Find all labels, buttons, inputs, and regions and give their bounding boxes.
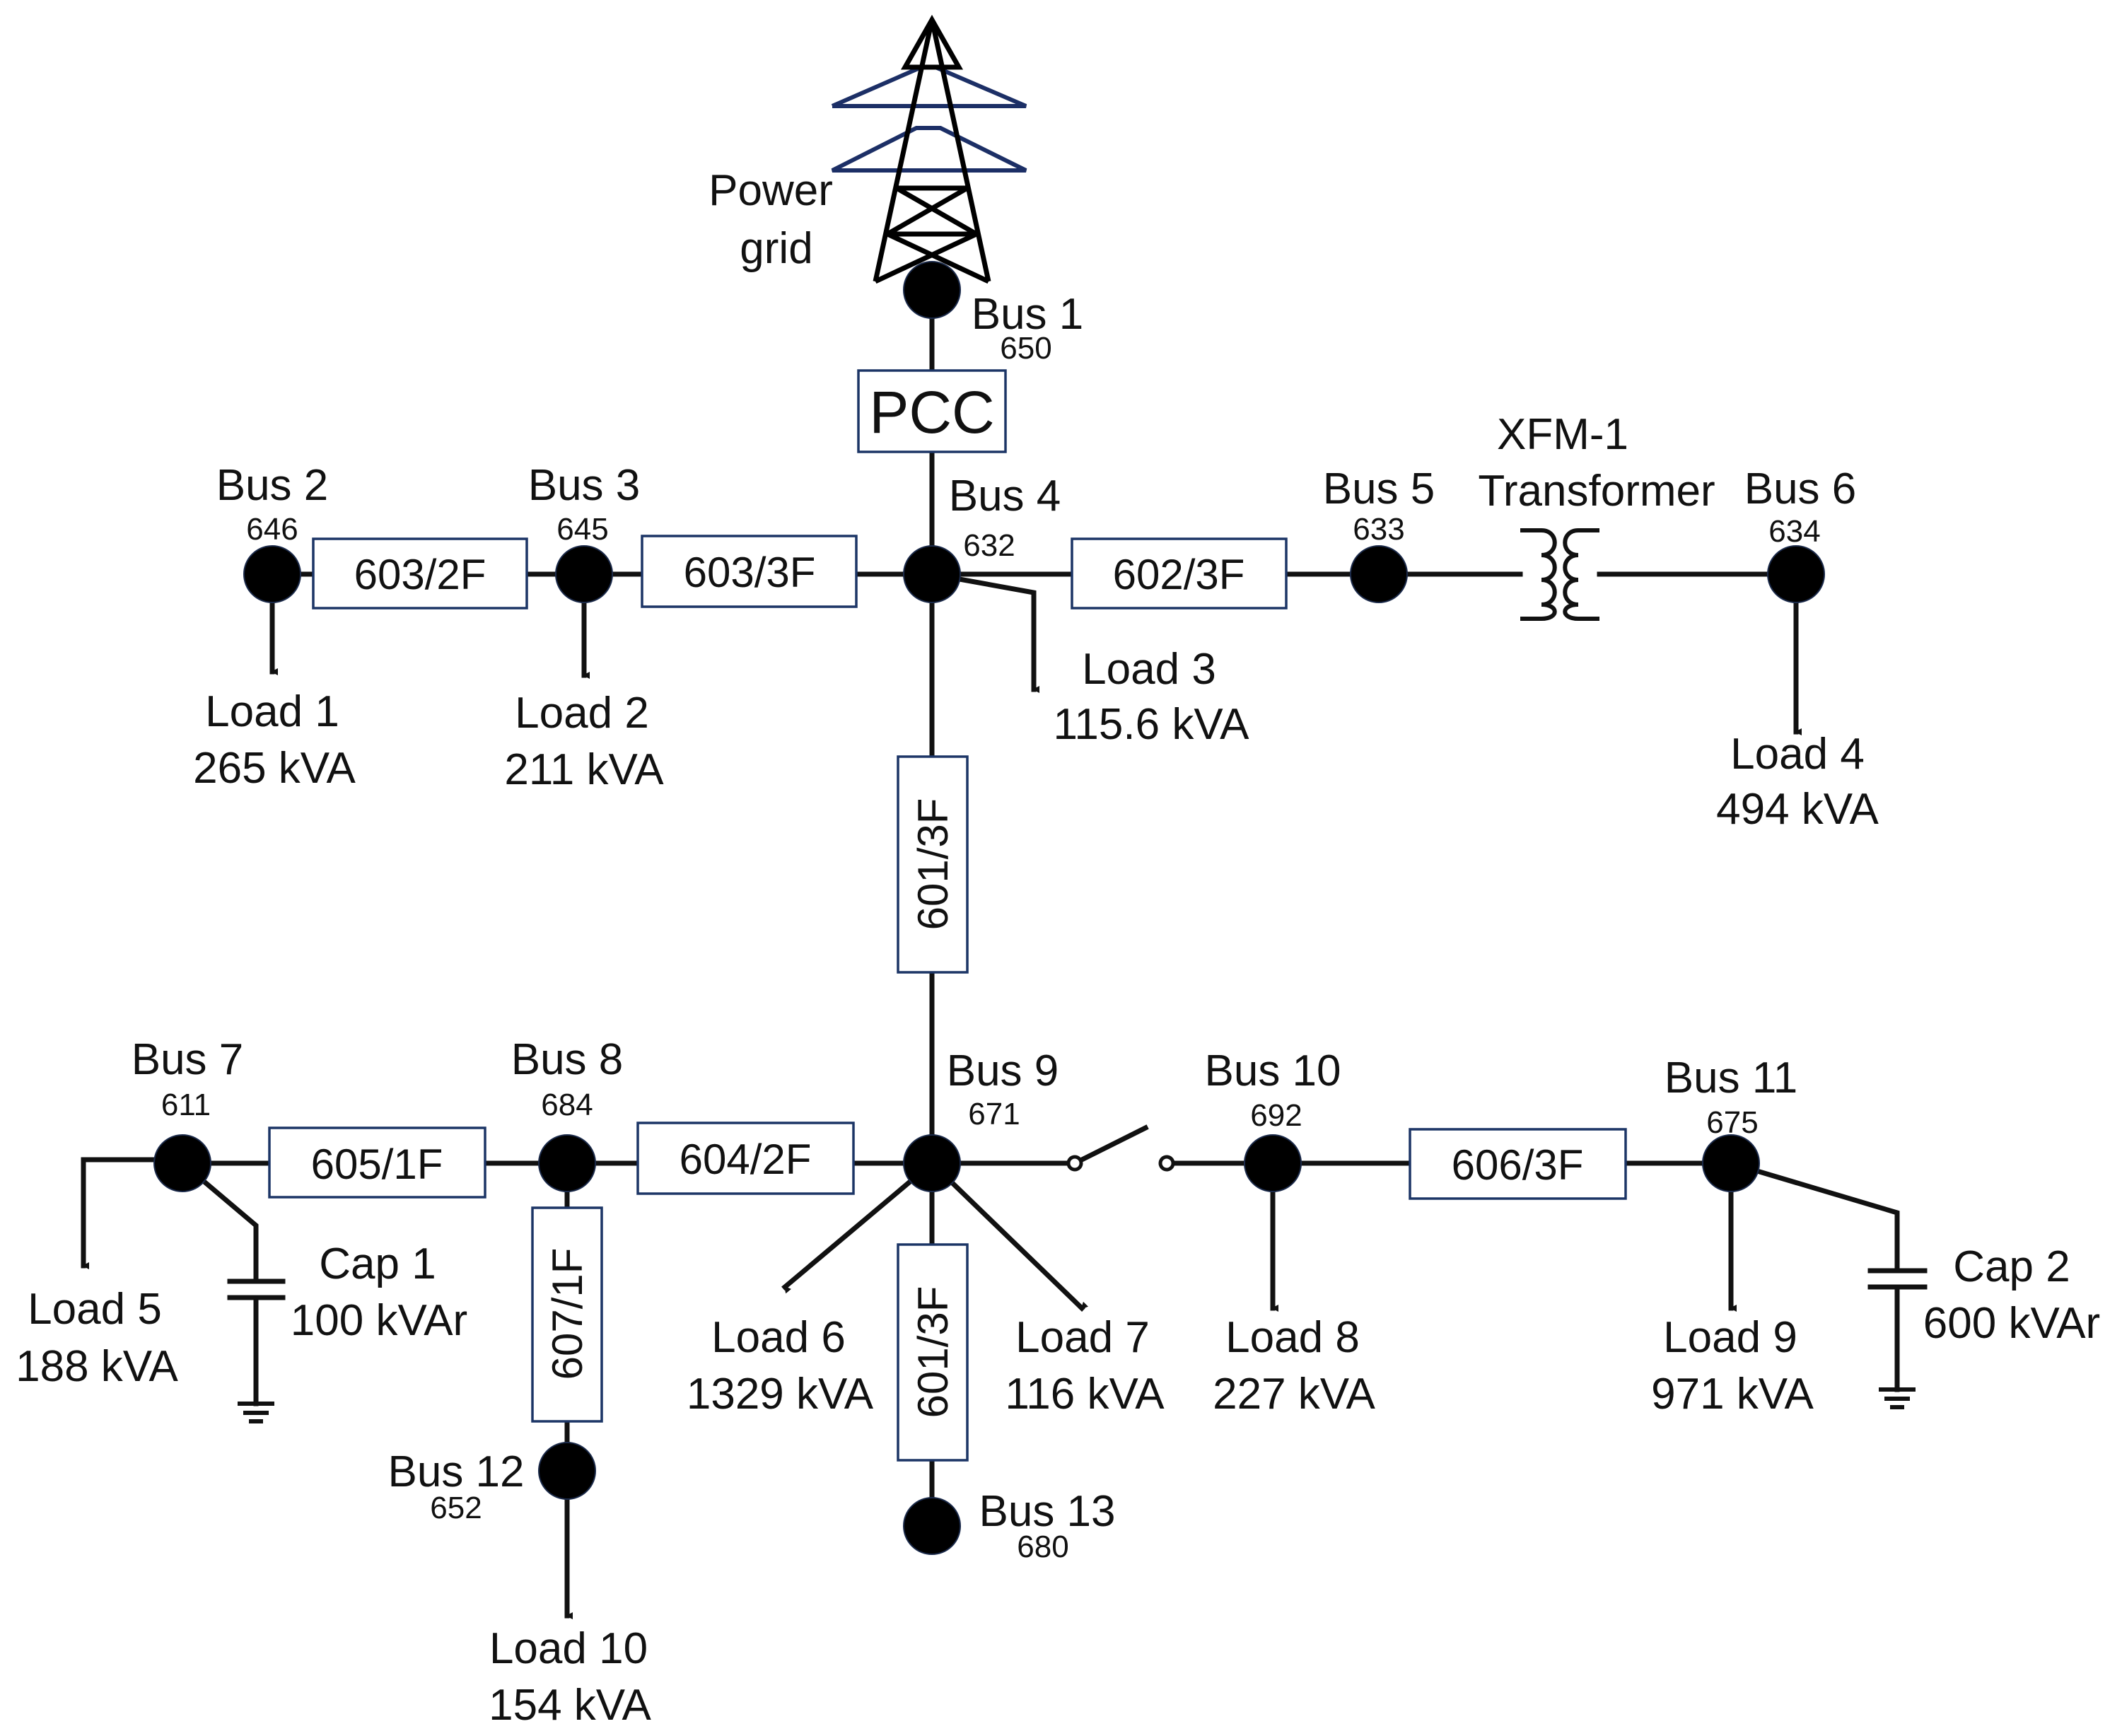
bus-label: Bus 9 [947, 1047, 1059, 1095]
power-grid-tower-icon [831, 14, 1027, 284]
bus-node-6 [1767, 545, 1825, 603]
load-rating: 1329 kVA [687, 1370, 874, 1418]
line-label: 603/3F [684, 549, 816, 596]
bus-node-5 [1350, 545, 1408, 603]
line-segment-603-3F: 603/3F [641, 535, 858, 608]
load-rating: 971 kVA [1651, 1370, 1814, 1418]
load-name: Load 1 [205, 687, 339, 736]
bus-label: Bus 1 [972, 290, 1084, 339]
bus-node-4 [903, 545, 961, 603]
bus-id: 675 [1706, 1105, 1758, 1140]
load-name: Load 10 [489, 1624, 648, 1673]
transformer-label-line1: XFM-1 [1497, 410, 1628, 459]
line-label: 602/3F [1113, 551, 1245, 598]
bus-label: Bus 8 [511, 1035, 624, 1084]
load-rating: 188 kVA [16, 1342, 178, 1391]
load-name: Load 2 [515, 689, 649, 738]
bus-node-3 [555, 545, 613, 603]
bus-node-11 [1702, 1134, 1760, 1192]
bus-label: Bus 4 [949, 472, 1061, 520]
load-rating: 115.6 kVA [1054, 700, 1250, 749]
load-name: Load 5 [28, 1285, 162, 1334]
capacitor-name: Cap 2 [1953, 1242, 2070, 1291]
line-label: 606/3F [1452, 1141, 1584, 1189]
line-segment-607-1F: 607/1F [531, 1206, 603, 1423]
load-rating: 211 kVA [504, 745, 664, 794]
bus-node-7 [153, 1134, 211, 1192]
load-name: Load 8 [1225, 1313, 1360, 1362]
bus-id: 646 [246, 512, 298, 547]
transformer-icon [1440, 528, 1799, 621]
transformer-label-line2: Transformer [1478, 467, 1715, 515]
bus-node-10 [1244, 1134, 1302, 1192]
line-label: 604/2F [680, 1136, 812, 1183]
line-segment-601-3F-lower: 601/3F [897, 1243, 969, 1462]
bus-id: 634 [1768, 514, 1820, 549]
bus-label: Bus 6 [1744, 465, 1857, 513]
line-segment-603-2F: 603/2F [312, 537, 528, 610]
bus-label: Bus 12 [387, 1447, 524, 1496]
bus-id: 692 [1250, 1098, 1302, 1133]
line-label: 601/3F [909, 798, 957, 931]
capacitor-icon-cap1 [179, 1160, 286, 1423]
bus-label: Bus 3 [528, 461, 641, 510]
bus-id: 611 [161, 1088, 211, 1122]
switch-open [1066, 1124, 1175, 1172]
load-name: Load 7 [1015, 1313, 1150, 1362]
line-label: 601/3F [909, 1286, 957, 1418]
capacitor-name: Cap 1 [319, 1240, 436, 1288]
bus-label: Bus 13 [979, 1487, 1115, 1536]
bus-node-12 [538, 1442, 596, 1500]
load-rating: 116 kVA [1005, 1370, 1165, 1418]
capacitor-labels: Cap 1 100 kVAr Cap 2 600 kVAr [291, 1240, 2100, 1348]
load-rating: 154 kVA [489, 1681, 651, 1730]
bus-label: Bus 10 [1204, 1047, 1341, 1095]
line-segment-606-3F: 606/3F [1409, 1128, 1627, 1200]
load-name: Load 4 [1730, 730, 1865, 779]
bus-id: 650 [1000, 331, 1051, 366]
line-segment-605-1F: 605/1F [268, 1126, 486, 1199]
load-name: Load 3 [1082, 645, 1216, 694]
bus-nodes [153, 261, 1825, 1555]
bus-label: Bus 5 [1323, 465, 1435, 513]
bus-node-8 [538, 1134, 596, 1192]
load-rating: 494 kVA [1716, 785, 1879, 834]
bus-id: 684 [541, 1088, 593, 1122]
pcc-box: PCC [857, 369, 1007, 453]
bus-label: Bus 11 [1665, 1054, 1797, 1102]
line-label: 607/1F [544, 1248, 591, 1380]
line-segment-604-2F: 604/2F [636, 1122, 855, 1195]
grid-label-line1: Power [709, 166, 833, 215]
capacitor-icon-cap2 [1727, 1160, 1928, 1409]
load-name: Load 9 [1663, 1313, 1797, 1362]
bus-label: Bus 2 [216, 461, 329, 510]
bus-id: 645 [556, 512, 608, 547]
line-label: 603/2F [354, 551, 486, 598]
load-rating: 265 kVA [193, 744, 356, 793]
bus-id: 671 [968, 1097, 1020, 1131]
bus-node-2 [243, 545, 301, 603]
bus-id: 652 [430, 1491, 482, 1525]
bus-node-13 [903, 1497, 961, 1555]
capacitor-rating: 600 kVAr [1923, 1299, 2100, 1348]
line-label: 605/1F [311, 1141, 443, 1188]
line-segment-602-3F: 602/3F [1071, 537, 1288, 610]
bus-id: 680 [1017, 1530, 1068, 1564]
bus-id: 632 [963, 528, 1015, 563]
grid-label-line2: grid [740, 224, 812, 273]
line-segment-601-3F-upper: 601/3F [897, 755, 969, 974]
bus-node-1 [903, 261, 961, 319]
bus-label: Bus 7 [132, 1035, 244, 1084]
capacitor-rating: 100 kVAr [291, 1296, 467, 1345]
load-labels: Load 1 265 kVA Load 2 211 kVA Load 3 115… [16, 645, 1879, 1730]
load-name: Load 6 [711, 1313, 846, 1362]
bus-labels: Bus 1 650 Bus 2 646 Bus 3 645 Bus 4 632 … [132, 290, 1857, 1564]
pcc-label: PCC [869, 379, 994, 445]
bus-id: 633 [1353, 512, 1404, 547]
bus-node-9 [903, 1134, 961, 1192]
load-rating: 227 kVA [1213, 1370, 1375, 1418]
